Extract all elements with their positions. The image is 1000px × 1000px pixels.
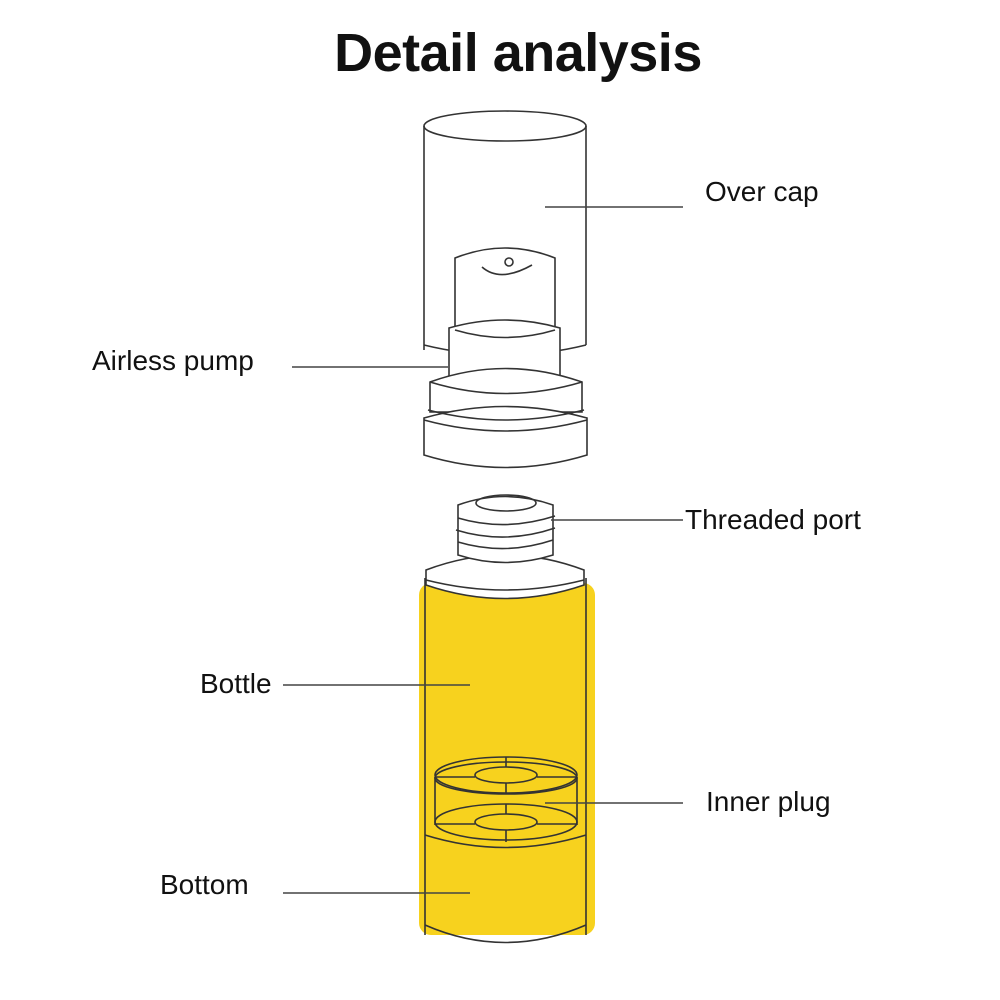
liquid-fill: [419, 583, 595, 935]
label-airless-pump: Airless pump: [92, 345, 254, 376]
airless-pump-part: [423, 247, 588, 469]
label-bottom: Bottom: [160, 869, 249, 900]
leader-lines: [283, 206, 683, 894]
label-over-cap: Over cap: [705, 176, 819, 207]
label-inner-plug: Inner plug: [706, 786, 831, 817]
inner-plug-part: [434, 756, 578, 842]
page-title: Detail analysis: [334, 23, 702, 83]
label-threaded-port: Threaded port: [685, 504, 861, 535]
label-bottle: Bottle: [200, 668, 272, 699]
bottle-part: [419, 494, 595, 944]
